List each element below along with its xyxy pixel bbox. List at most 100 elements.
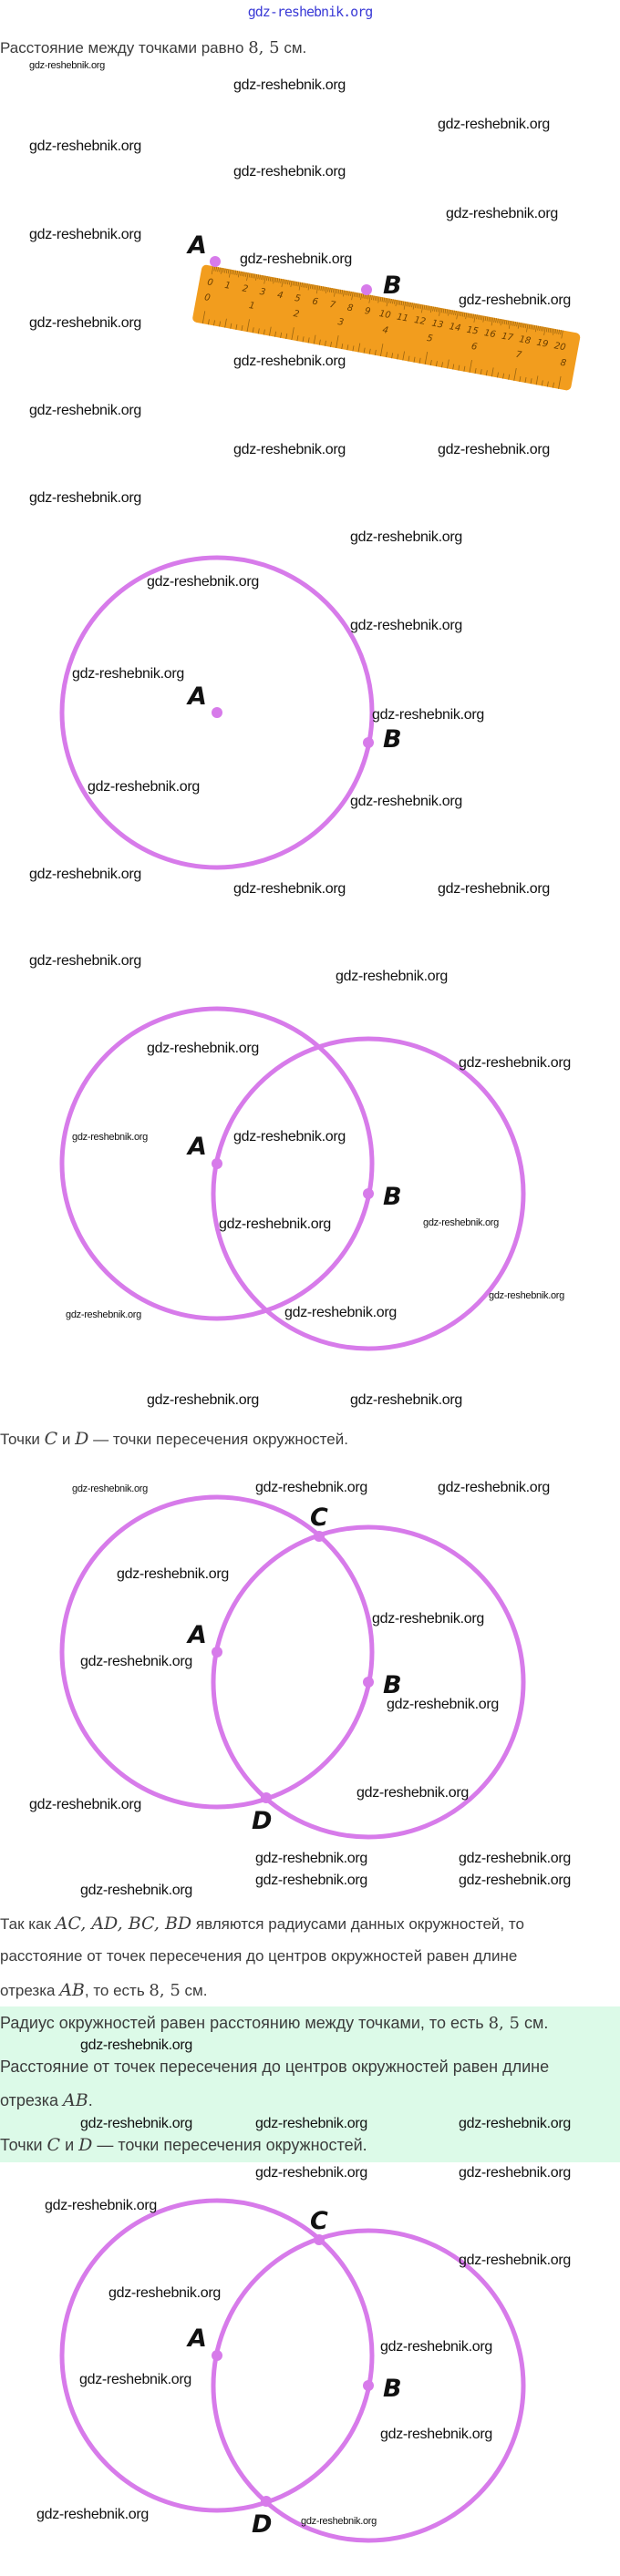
ruler-tick <box>373 295 375 301</box>
ruler-inch-tick <box>558 375 562 389</box>
ruler-inch-tick <box>280 332 283 338</box>
point-a <box>212 707 222 718</box>
ruler-cm-label: 6 <box>311 296 318 307</box>
ruler-cm-label: 11 <box>396 313 409 324</box>
ruler-tick <box>288 280 291 285</box>
ruler-tick <box>246 272 249 282</box>
ruler-inch-tick <box>352 345 355 352</box>
ruler-tick <box>374 295 377 301</box>
ruler-tick <box>248 272 251 278</box>
ruler-inch-tick <box>202 311 206 324</box>
ruler-tick <box>329 287 331 292</box>
ruler-tick <box>353 292 356 297</box>
math-c: C <box>46 2135 61 2155</box>
ruler-tick <box>507 320 510 325</box>
watermark: gdz-reshebnik.org <box>255 1480 367 1495</box>
math-c: C <box>44 1429 58 1449</box>
ruler-inch-tick <box>513 367 517 381</box>
ruler-tick <box>472 313 474 319</box>
ruler-tick <box>269 276 272 282</box>
ruler-tick <box>330 288 333 293</box>
ruler-tick <box>385 297 388 303</box>
ruler-inch-tick <box>491 367 494 377</box>
label-a: A <box>186 1133 207 1161</box>
circle-a <box>59 1494 375 1810</box>
ruler-tick <box>250 272 253 278</box>
point-a <box>212 1158 222 1169</box>
ruler-tick <box>532 324 534 330</box>
ruler-tick <box>497 318 499 323</box>
watermark: gdz-reshebnik.org <box>255 1873 367 1888</box>
ruler-cm-label: 7 <box>329 300 337 311</box>
label-b: B <box>383 1183 402 1211</box>
ruler-tick <box>334 288 336 297</box>
watermark: gdz-reshebnik.org <box>29 227 141 242</box>
label-b: B <box>383 725 402 754</box>
ruler-inch-tick <box>519 375 522 382</box>
ruler-tick <box>267 276 270 282</box>
ruler-tick <box>493 317 495 323</box>
ruler-tick <box>491 317 494 326</box>
ruler-body <box>192 264 581 391</box>
text: Точки <box>0 1431 45 1448</box>
math-ab: AB <box>63 2090 88 2110</box>
ruler-tick <box>244 272 247 277</box>
ruler-tick <box>368 294 371 303</box>
ruler-inch-tick <box>424 352 429 364</box>
ruler-inch-tick <box>497 372 499 378</box>
ruler-tick <box>517 322 520 329</box>
ruler-tick <box>367 294 369 300</box>
ruler-tick <box>427 305 429 311</box>
watermark: gdz-reshebnik.org <box>255 1851 367 1866</box>
ruler-inch-label: 1 <box>248 301 255 312</box>
ruler-inch-tick <box>336 335 339 349</box>
ruler-tick <box>229 269 232 278</box>
ruler-tick <box>418 303 420 309</box>
ruler-tick <box>412 303 415 310</box>
label-a: A <box>186 1621 207 1649</box>
math-radii: AC, AD, BC, BD <box>55 1914 192 1934</box>
ruler-tick <box>456 311 459 320</box>
text: Радиус окружностей равен расстоянию межд… <box>0 2014 489 2032</box>
ruler-inch-tick <box>307 337 310 344</box>
ruler-inch-tick <box>469 359 472 373</box>
ruler-tick <box>444 308 447 313</box>
ruler-inch-label: 6 <box>470 342 478 353</box>
watermark: gdz-reshebnik.org <box>233 881 346 897</box>
ruler-inch-tick <box>391 353 394 359</box>
site-link[interactable]: gdz-reshebnik.org <box>247 4 374 20</box>
watermark: gdz-reshebnik.org <box>233 442 346 457</box>
ruler-tick <box>429 305 430 311</box>
explanation-line-1: Так как AC, AD, BC, BD являются радиусам… <box>0 1914 524 1934</box>
point-c <box>314 2234 325 2245</box>
watermark: gdz-reshebnik.org <box>29 315 141 331</box>
ruler-tick <box>306 283 308 289</box>
ruler-tick <box>547 327 550 333</box>
ruler-tick <box>524 323 527 329</box>
label-a: A <box>186 682 207 711</box>
ruler-tick <box>358 292 361 298</box>
watermark: gdz-reshebnik.org <box>72 1132 148 1143</box>
ruler-tick <box>237 271 240 278</box>
ruler-inch-tick <box>429 360 432 366</box>
ruler-tick <box>429 306 432 313</box>
watermark: gdz-reshebnik.org <box>80 1883 192 1898</box>
ruler-tick <box>476 314 478 320</box>
watermark: gdz-reshebnik.org <box>117 1566 229 1582</box>
text: Расстояние между точками равно <box>0 39 249 56</box>
ruler-tick <box>499 318 501 323</box>
ruler-inch-tick <box>413 356 416 363</box>
ruler-tick <box>362 293 365 299</box>
ruler-tick <box>255 273 258 281</box>
circle-b <box>211 1524 526 1840</box>
watermark: gdz-reshebnik.org <box>372 707 484 723</box>
ruler-tick <box>253 273 256 279</box>
ruler-tick <box>503 319 506 324</box>
ruler-tick <box>520 323 522 328</box>
ruler-tick <box>501 319 504 324</box>
ruler-inch-tick <box>363 347 366 354</box>
ruler-tick <box>526 323 529 333</box>
ruler-tick <box>561 330 563 339</box>
ruler-inch-label: 8 <box>560 358 567 369</box>
